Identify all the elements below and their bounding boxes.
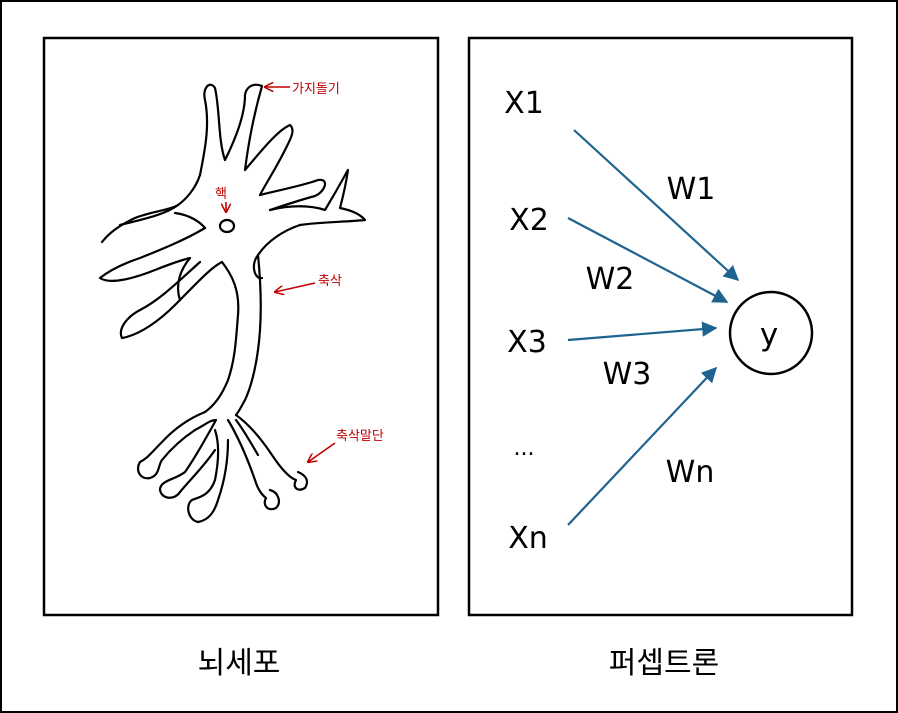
perceptron-panel: y X1 X2 X3 ... Xn W1 W2 W3 Wn bbox=[467, 36, 854, 617]
weight-w2: W2 bbox=[586, 262, 635, 297]
input-x3: X3 bbox=[507, 325, 547, 360]
arrow-x1 bbox=[573, 129, 740, 282]
dendrite-label: 가지돌기 bbox=[292, 82, 340, 97]
weight-wn: Wn bbox=[666, 455, 715, 490]
input-x2: X2 bbox=[509, 203, 549, 238]
weight-w1: W1 bbox=[667, 172, 716, 207]
axon-terminal-label: 축삭말단 bbox=[336, 429, 384, 444]
input-ellipsis: ... bbox=[514, 436, 535, 461]
input-xn: Xn bbox=[508, 521, 548, 556]
arrow-x3 bbox=[567, 321, 718, 342]
neuron-drawing bbox=[98, 83, 367, 524]
arrow-xn bbox=[567, 366, 718, 526]
arrow-x2 bbox=[567, 217, 729, 303]
output-node bbox=[728, 290, 814, 376]
perceptron-arrows bbox=[567, 129, 740, 526]
neuron-panel-frame bbox=[42, 36, 440, 617]
neuron-panel: 가지돌기 핵 축삭 축삭말단 bbox=[42, 36, 440, 617]
axon-label: 축삭 bbox=[318, 274, 342, 289]
axon-terminal-arrow bbox=[308, 442, 336, 462]
neuron-annotations: 가지돌기 핵 축삭 축삭말단 bbox=[215, 82, 384, 462]
nucleus-label: 핵 bbox=[215, 187, 227, 202]
input-x1: X1 bbox=[504, 86, 544, 121]
output-label: y bbox=[760, 317, 778, 353]
weight-w3: W3 bbox=[603, 357, 652, 392]
neuron-caption: 뇌세포 bbox=[198, 646, 281, 681]
perceptron-caption: 퍼셉트론 bbox=[609, 646, 719, 681]
axon-arrow bbox=[275, 282, 316, 292]
